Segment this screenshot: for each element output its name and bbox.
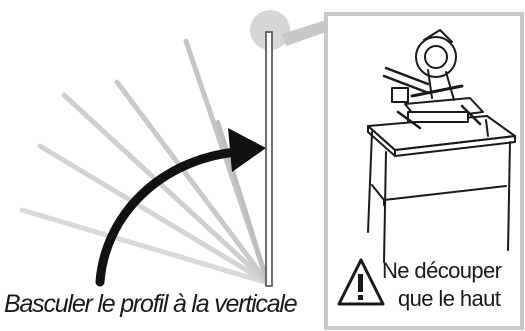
callout-connector <box>250 10 332 50</box>
callout-circle <box>250 10 290 50</box>
miter-saw-stand <box>367 29 516 263</box>
callout-leader <box>282 20 332 46</box>
stand-legs <box>367 119 511 263</box>
warning-line-1: Ne découper <box>382 258 502 283</box>
caption: Basculer le profil à la verticale <box>4 290 298 318</box>
warning-triangle-icon <box>337 258 385 306</box>
curved-arrow-icon <box>95 128 266 287</box>
profile-position <box>114 79 271 286</box>
warning-line-2: que le haut <box>398 286 501 311</box>
profile-vertical <box>265 31 273 287</box>
profile-position <box>61 92 271 286</box>
profile-position <box>37 143 271 286</box>
profile-position <box>19 207 271 286</box>
